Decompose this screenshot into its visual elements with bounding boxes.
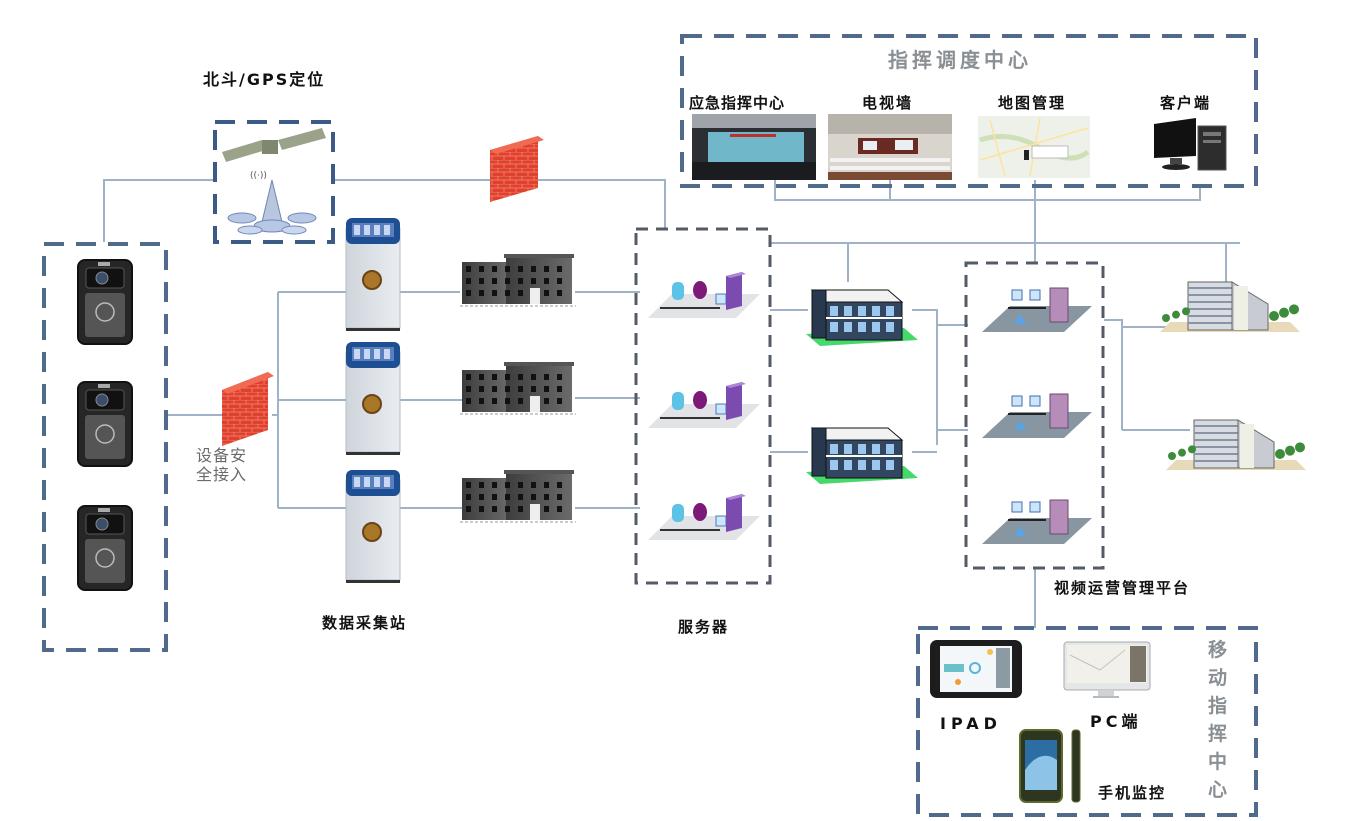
collection-station-icon bbox=[345, 470, 401, 583]
mobile-center-title-char: 指 bbox=[1208, 695, 1228, 717]
command-center-title: 指挥调度中心 bbox=[888, 48, 1032, 72]
firewall-icon bbox=[222, 372, 274, 446]
platform-workstation-icon bbox=[982, 287, 1092, 332]
relay-building-icon bbox=[806, 427, 918, 484]
platform-workstation-list bbox=[982, 287, 1092, 544]
ipad-label: IPAD bbox=[940, 714, 1002, 733]
collection-station-label: 数据采集站 bbox=[322, 614, 408, 632]
mobile-center-border bbox=[916, 626, 1258, 817]
relay-building-list bbox=[806, 289, 918, 484]
client-label: 客户端 bbox=[1160, 94, 1212, 112]
secure-access-label-line1: 设备安 bbox=[196, 446, 248, 465]
server-group-list bbox=[648, 272, 760, 540]
body-camera-list bbox=[77, 259, 133, 591]
platform-workstation-icon bbox=[982, 393, 1092, 438]
collection-station-icon bbox=[345, 218, 401, 331]
group-borders bbox=[42, 34, 1258, 817]
office-building-list bbox=[1160, 281, 1306, 470]
gps-label: 北斗/GPS定位 bbox=[203, 70, 326, 89]
server-group-icon bbox=[648, 272, 760, 318]
mobile-center-title-char: 挥 bbox=[1208, 723, 1228, 745]
secure-access-label: 设备安 全接入 bbox=[196, 446, 247, 484]
station-building-icon bbox=[460, 470, 576, 523]
tv-wall-label: 电视墙 bbox=[862, 94, 914, 112]
rugged-phone-icon bbox=[1019, 729, 1081, 803]
tablet-icon bbox=[930, 640, 1022, 698]
office-building-icon bbox=[1160, 281, 1300, 332]
body-camera-icon bbox=[77, 381, 133, 467]
server-group-icon bbox=[648, 382, 760, 428]
pc-label: PC端 bbox=[1090, 712, 1142, 731]
server-group-border bbox=[634, 227, 772, 585]
map-management-screenshot bbox=[978, 116, 1090, 178]
map-management-label: 地图管理 bbox=[998, 94, 1067, 112]
body-camera-icon bbox=[77, 259, 133, 345]
tv-wall-photo bbox=[828, 114, 952, 180]
relay-building-icon bbox=[806, 289, 918, 346]
server-label: 服务器 bbox=[678, 618, 730, 636]
svg-text:((·)): ((·)) bbox=[250, 171, 267, 181]
office-building-icon bbox=[1166, 419, 1306, 470]
video-platform-label: 视频运营管理平台 bbox=[1054, 579, 1191, 597]
phone-monitor-label: 手机监控 bbox=[1098, 784, 1167, 802]
station-building-icon bbox=[460, 362, 576, 415]
base-station-icon: ((·)) bbox=[227, 171, 317, 235]
emergency-command-label: 应急指挥中心 bbox=[689, 94, 786, 112]
network-links bbox=[103, 179, 1240, 628]
emergency-command-photo bbox=[692, 114, 816, 180]
mobile-center-title-char: 中 bbox=[1208, 751, 1228, 773]
gps-group-border bbox=[213, 120, 335, 244]
satellite-icon bbox=[222, 128, 326, 162]
command-center-border bbox=[680, 34, 1258, 188]
station-building-icon bbox=[460, 254, 576, 307]
desktop-client-icon bbox=[1154, 118, 1227, 171]
collection-station-list bbox=[345, 218, 401, 583]
firewall-icon bbox=[490, 136, 544, 202]
body-camera-icon bbox=[77, 505, 133, 591]
collection-station-icon bbox=[345, 342, 401, 455]
mobile-center-title-char: 心 bbox=[1208, 779, 1228, 801]
platform-group-border bbox=[964, 261, 1105, 570]
body-camera-group-border bbox=[42, 242, 168, 652]
mobile-center-title: 移动指挥中心 bbox=[1208, 636, 1227, 804]
station-building-list bbox=[460, 254, 576, 523]
platform-workstation-icon bbox=[982, 499, 1092, 544]
secure-access-label-line2: 全接入 bbox=[196, 465, 248, 484]
mobile-center-title-char: 动 bbox=[1208, 667, 1228, 689]
mobile-center-title-char: 移 bbox=[1208, 639, 1228, 661]
server-group-icon bbox=[648, 494, 760, 540]
imac-icon bbox=[1063, 641, 1151, 698]
